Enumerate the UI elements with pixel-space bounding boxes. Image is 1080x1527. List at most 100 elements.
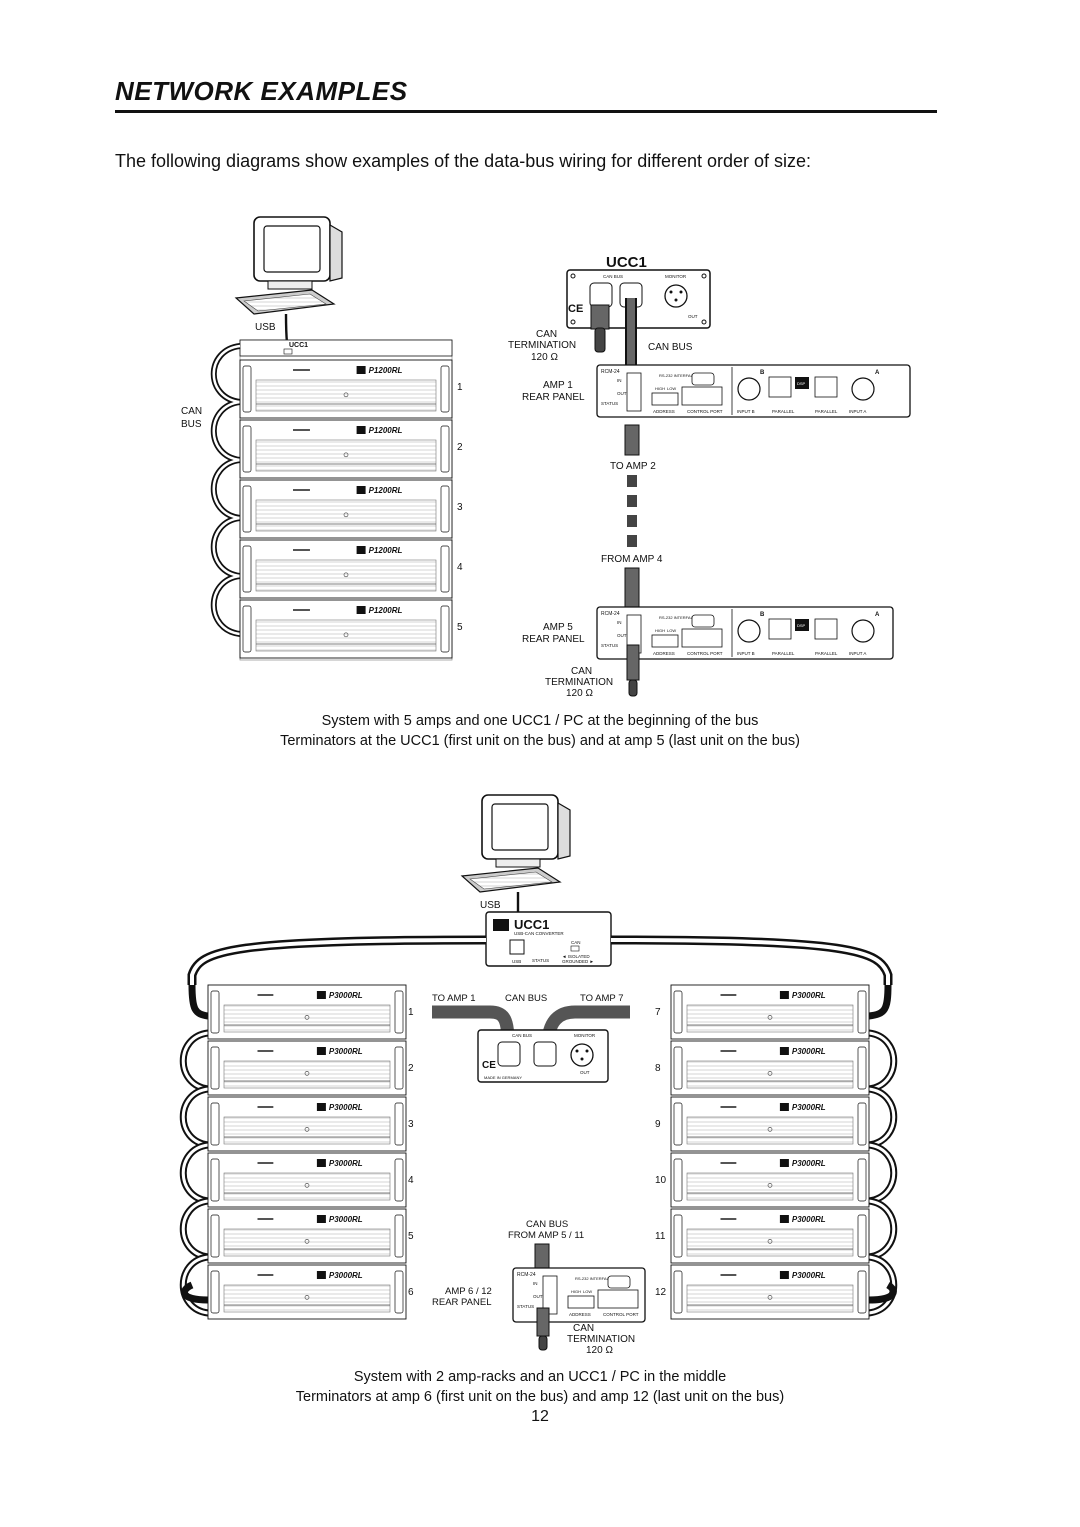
svg-text:RS-232 INTERFACE: RS-232 INTERFACE (659, 615, 696, 620)
svg-text:AMP 6 / 12: AMP 6 / 12 (445, 1286, 492, 1297)
amp-model-label: P1200RL (369, 486, 403, 495)
bus-label-left: BUS (181, 419, 202, 430)
amplifier-unit: P3000RL (670, 1208, 870, 1264)
svg-text:RCM-24: RCM-24 (601, 611, 620, 617)
amp-number: 10 (655, 1175, 667, 1186)
ucc1-front-panel: UCC1 USB-CAN CONVERTER USB STATUS CAN ◄ … (485, 911, 612, 967)
page-number: 12 (531, 1408, 549, 1425)
svg-text:IN: IN (533, 1281, 538, 1286)
svg-text:USB: USB (512, 959, 521, 964)
left-can-loops (179, 984, 209, 1317)
svg-text:AMP 1: AMP 1 (543, 380, 573, 391)
dashed-bus-link (624, 424, 640, 609)
svg-text:B: B (760, 370, 765, 376)
svg-text:OUT: OUT (580, 1070, 590, 1075)
amplifier-unit: P3000RL (207, 1152, 407, 1208)
svg-text:DSP: DSP (797, 381, 806, 386)
svg-text:CAN BUS: CAN BUS (505, 993, 547, 1004)
ucc1-rack-unit: UCC1 (239, 339, 453, 357)
svg-text:CONTROL PORT: CONTROL PORT (687, 409, 723, 414)
amp-model-label: P3000RL (329, 1103, 363, 1112)
amp-number: 2 (457, 442, 463, 453)
svg-text:LOW: LOW (667, 386, 676, 391)
amplifier-unit: P3000RL (207, 1208, 407, 1264)
svg-text:A: A (875, 370, 880, 376)
svg-text:A: A (875, 612, 880, 618)
title-rule (115, 110, 937, 113)
right-can-loops (868, 984, 898, 1317)
amplifier-unit: P3000RL (207, 1040, 407, 1096)
svg-text:IN: IN (617, 378, 622, 383)
page-title: NETWORK EXAMPLES (115, 76, 408, 106)
svg-text:FROM AMP 5 / 11: FROM AMP 5 / 11 (508, 1230, 584, 1241)
amplifier-unit: P3000RL (207, 1096, 407, 1152)
amp-number: 12 (655, 1287, 667, 1298)
amp-number: 4 (408, 1175, 414, 1186)
svg-text:OUT: OUT (688, 314, 698, 319)
svg-text:RS-232 INTERFACE: RS-232 INTERFACE (575, 1276, 612, 1281)
amp-number: 5 (408, 1231, 414, 1242)
amp-number: 3 (457, 502, 463, 513)
svg-text:RCM-24: RCM-24 (517, 1272, 536, 1278)
svg-text:USB: USB (480, 900, 501, 911)
can-bus-right-label: CAN BUS (648, 342, 693, 353)
svg-text:LOW: LOW (667, 628, 676, 633)
svg-text:CAN BUS: CAN BUS (603, 274, 623, 279)
amp-rack-1: P1200RL P1200RL P1200RL P1200RL P1200RL (239, 359, 453, 659)
svg-text:CAN: CAN (571, 940, 581, 945)
svg-text:USB-CAN CONVERTER: USB-CAN CONVERTER (514, 931, 564, 936)
svg-text:CAN BUS: CAN BUS (526, 1219, 568, 1230)
ucc1-small-label: UCC1 (289, 342, 308, 349)
svg-text:ADDRESS: ADDRESS (653, 409, 675, 414)
diagram-2: USB UCC1 USB-CAN CONVERTER USB STATUS CA… (179, 794, 898, 1356)
amp-model-label: P1200RL (369, 426, 403, 435)
amp-number: 3 (408, 1119, 414, 1130)
svg-text:HIGH: HIGH (655, 628, 665, 633)
svg-text:UCC1: UCC1 (514, 917, 549, 932)
svg-text:IN: IN (617, 620, 622, 625)
svg-text:MONITOR: MONITOR (574, 1033, 596, 1038)
svg-text:CE: CE (482, 1060, 496, 1071)
amp-model-label: P3000RL (329, 1271, 363, 1280)
svg-text:ADDRESS: ADDRESS (569, 1312, 591, 1317)
amplifier-unit: P3000RL (670, 1040, 870, 1096)
svg-text:MONITOR: MONITOR (665, 274, 687, 279)
caption-1-line1: System with 5 amps and one UCC1 / PC at … (321, 713, 759, 729)
svg-text:CAN: CAN (573, 1323, 594, 1334)
ucc1-rear-center: CAN BUS MONITOR OUT MADE IN GERMANY CE (477, 1029, 609, 1083)
svg-text:PARALLEL: PARALLEL (815, 651, 838, 656)
svg-text:CE: CE (568, 303, 583, 315)
svg-text:GROUNDED ►: GROUNDED ► (562, 959, 594, 964)
svg-text:REAR PANEL: REAR PANEL (432, 1297, 491, 1308)
amplifier-unit: P3000RL (670, 1096, 870, 1152)
svg-text:TERMINATION: TERMINATION (545, 677, 613, 688)
amp-model-label: P1200RL (369, 606, 403, 615)
svg-text:INPUT A: INPUT A (849, 651, 866, 656)
amp-model-label: P1200RL (369, 366, 403, 375)
caption-1-line2: Terminators at the UCC1 (first unit on t… (280, 733, 800, 749)
svg-text:CONTROL PORT: CONTROL PORT (687, 651, 723, 656)
svg-text:RS-232 INTERFACE: RS-232 INTERFACE (659, 373, 696, 378)
pc-computer-icon (234, 216, 343, 315)
svg-text:STATUS: STATUS (532, 958, 549, 963)
svg-text:PARALLEL: PARALLEL (772, 651, 795, 656)
caption-2-line2: Terminators at amp 6 (first unit on the … (295, 1389, 785, 1405)
svg-text:OUT: OUT (617, 391, 627, 396)
amp-model-label: P3000RL (329, 1047, 363, 1056)
svg-text:LOW: LOW (583, 1289, 592, 1294)
pc-computer-icon-2 (460, 794, 571, 893)
amp-model-label: P1200RL (369, 546, 403, 555)
svg-text:PARALLEL: PARALLEL (772, 409, 795, 414)
svg-text:TO AMP 7: TO AMP 7 (580, 993, 623, 1004)
svg-text:CAN: CAN (571, 666, 592, 677)
svg-text:CONTROL PORT: CONTROL PORT (603, 1312, 639, 1317)
svg-text:INPUT B: INPUT B (737, 409, 755, 414)
amp-model-label: P3000RL (792, 1271, 826, 1280)
amplifier-unit: P3000RL (670, 984, 870, 1040)
amplifier-unit: P3000RL (207, 1264, 407, 1320)
